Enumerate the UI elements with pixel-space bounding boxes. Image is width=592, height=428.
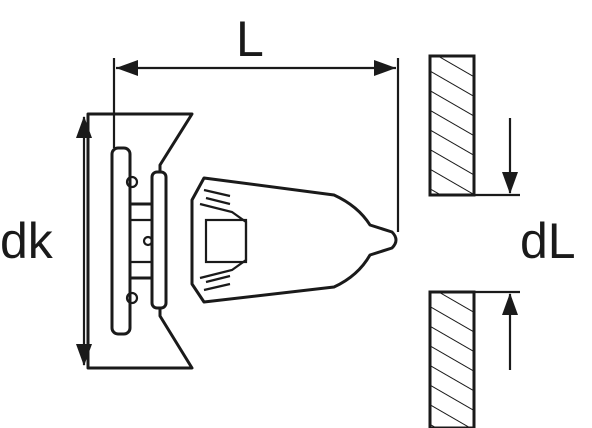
dl-label: dL xyxy=(520,213,576,269)
push-clip xyxy=(86,112,398,370)
clip-washer-lug-top xyxy=(125,175,139,189)
dk-arrow-bottom xyxy=(76,344,92,366)
dk-label: dk xyxy=(0,213,54,269)
panel-upper-section xyxy=(428,54,476,197)
panel xyxy=(428,54,476,428)
clip-barb-top xyxy=(203,188,231,206)
clip-washer-inner xyxy=(150,170,168,310)
length-arrow-left xyxy=(116,60,138,76)
length-label: L xyxy=(236,11,264,67)
clip-shank xyxy=(190,176,398,304)
clip-leg-slot xyxy=(204,218,248,264)
clip-washer-lug-bottom xyxy=(125,291,139,305)
dimension-hole-diameter: dL xyxy=(474,118,576,370)
clip-washer-outer xyxy=(110,146,132,336)
dk-arrow-top xyxy=(76,116,92,138)
dl-arrow-top xyxy=(502,172,518,194)
panel-lower-section xyxy=(428,290,476,428)
dl-arrow-bottom xyxy=(502,293,518,315)
length-arrow-right xyxy=(374,60,396,76)
dimension-head-diameter: dk xyxy=(0,116,92,366)
clip-barb-bottom xyxy=(203,274,231,292)
dimension-length: L xyxy=(112,11,400,232)
